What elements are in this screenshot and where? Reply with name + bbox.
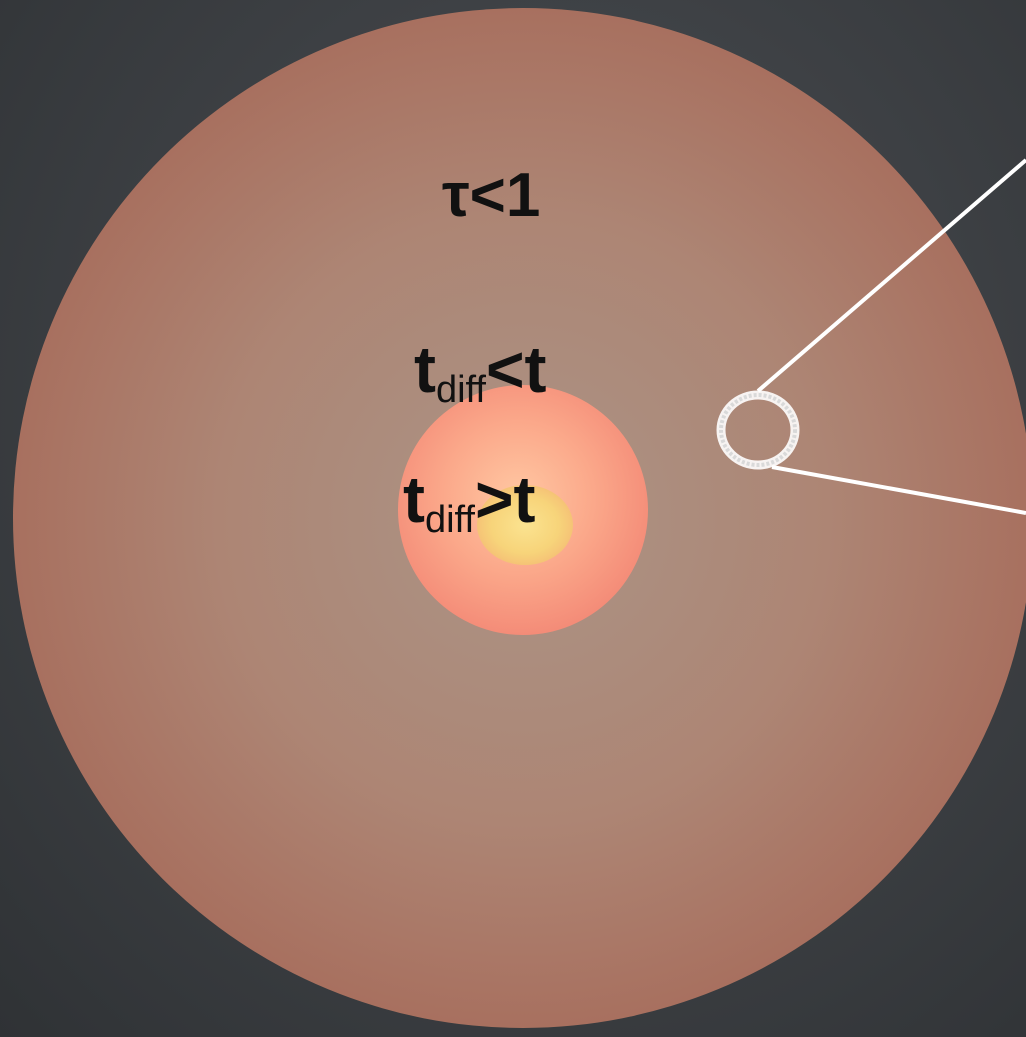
inner-label-rest: >t	[475, 462, 536, 536]
inner-label-subscript: diff	[425, 499, 475, 541]
inner-label-base: t	[403, 462, 425, 536]
outer-label-base: t	[414, 332, 436, 406]
outer-region-label: tdiff<t	[414, 336, 547, 402]
outer-label-rest: <t	[486, 332, 547, 406]
tau-label: τ<1	[442, 165, 540, 227]
outer-label-subscript: diff	[436, 369, 486, 411]
inner-region-label: tdiff>t	[403, 466, 536, 532]
